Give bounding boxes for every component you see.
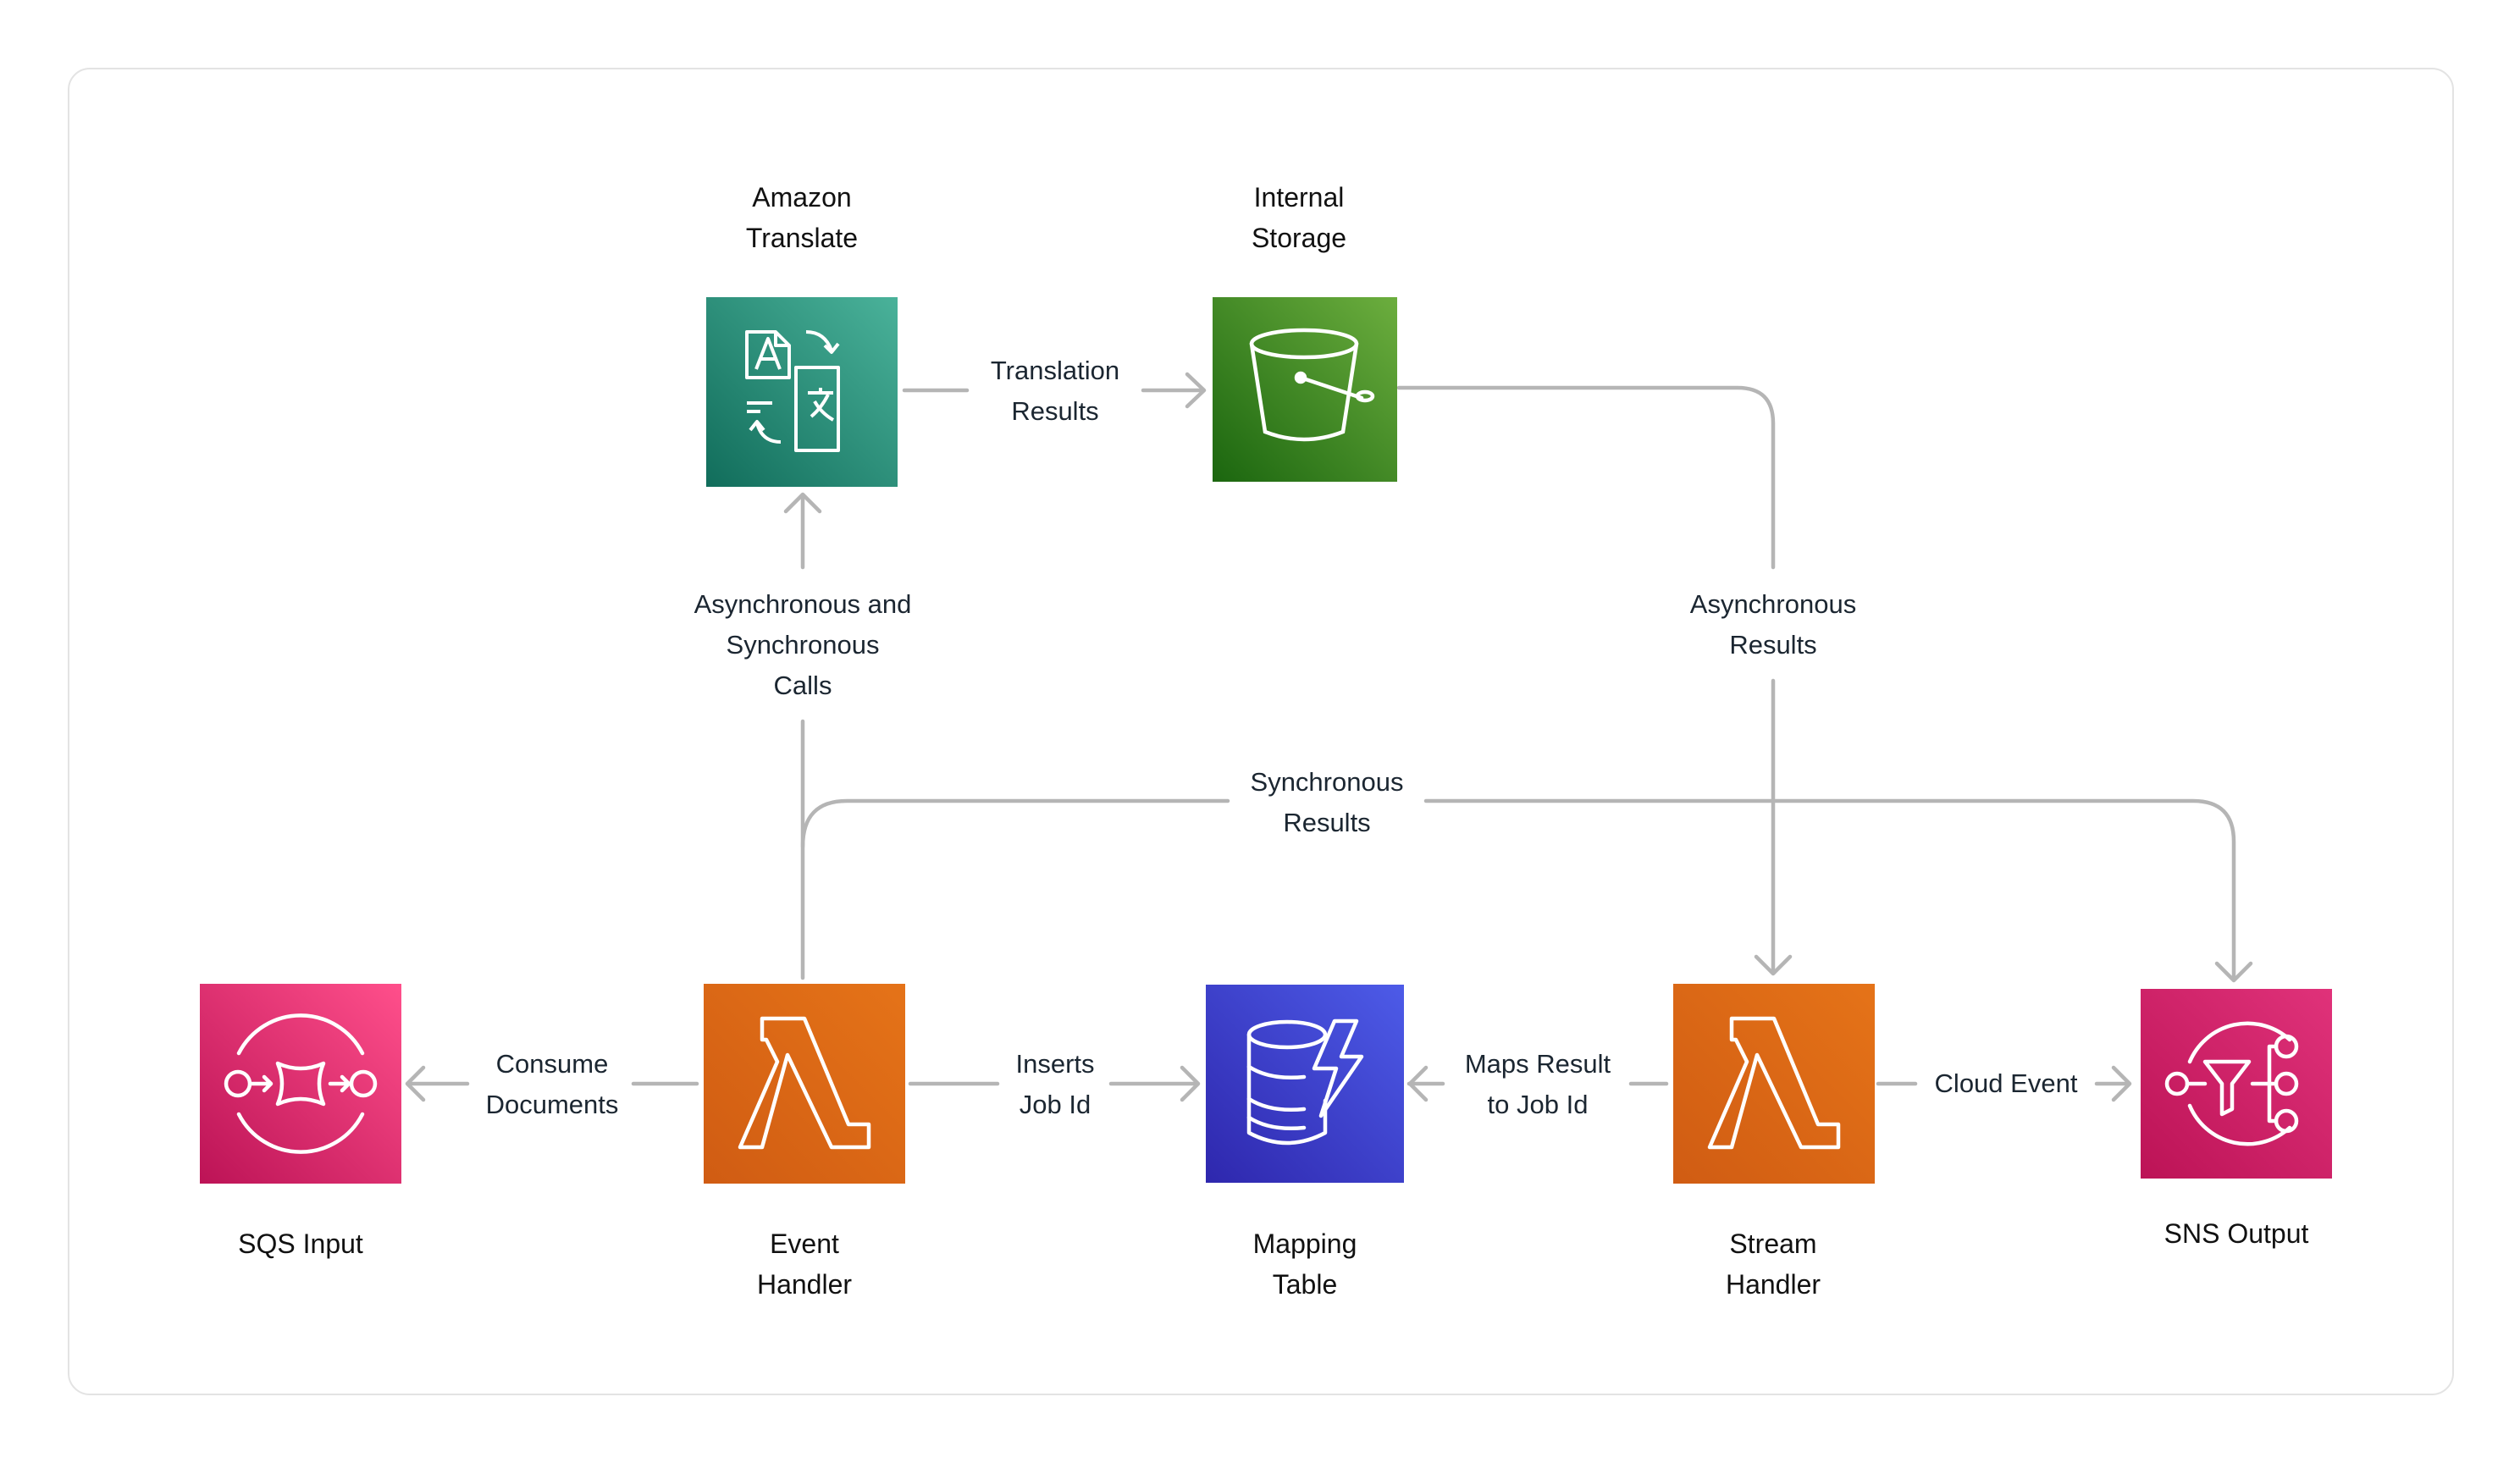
internal-storage-title: Internal Storage (1251, 182, 1347, 253)
arrowhead-translate (783, 492, 822, 514)
sqs-queue-icon (224, 1013, 378, 1154)
edge-sync-results-a (800, 798, 1230, 849)
translation-results-label: Translation Results (990, 356, 1120, 426)
stream-handler-node[interactable] (1673, 984, 1875, 1184)
event-handler-title: Event Handler (756, 1228, 853, 1300)
arrowhead-stream (1754, 954, 1793, 976)
arrowhead-sns-top (2214, 961, 2253, 983)
sqs-input-node[interactable] (200, 984, 401, 1184)
cloud-event-label: Cloud Event (1934, 1068, 2078, 1098)
s3-bucket-icon (1249, 328, 1375, 442)
internal-storage-node[interactable] (1213, 297, 1397, 482)
amazon-translate-node[interactable] (706, 297, 898, 487)
stream-handler-title: Stream Handler (1725, 1228, 1821, 1300)
arrowhead-sns-right (2111, 1065, 2132, 1102)
amazon-translate-title: Amazon Translate (745, 182, 859, 253)
arrowhead-mapping-in (1180, 1065, 1201, 1102)
event-handler-node[interactable] (704, 984, 905, 1184)
arrowhead-sqs (405, 1065, 426, 1102)
mapping-table-node[interactable] (1206, 985, 1404, 1183)
dynamodb-icon (1246, 1019, 1364, 1146)
mapping-table-title: Mapping Table (1252, 1228, 1357, 1300)
edge-sync-results-b (1423, 798, 2236, 981)
connectors (405, 372, 2253, 1102)
inserts-job-id-label: Inserts Job Id (1015, 1049, 1095, 1119)
consume-documents-label: Consume Documents (485, 1049, 619, 1119)
sns-output-title: SNS Output (2164, 1218, 2309, 1249)
async-sync-calls-label: Asynchronous and Synchronous Calls (694, 589, 912, 700)
sns-topic-icon (2164, 1021, 2299, 1146)
maps-result-label: Maps Result to Job Id (1464, 1049, 1611, 1119)
sync-results-label: Synchronous Results (1250, 767, 1404, 837)
arrowhead-mapping-out (1407, 1065, 1429, 1102)
sns-output-node[interactable] (2141, 989, 2332, 1179)
lambda-icon (1707, 1016, 1841, 1150)
amazon-translate-icon (745, 330, 840, 452)
sqs-input-title: SQS Input (238, 1228, 363, 1259)
edge-storage-to-stream-a (1396, 385, 1776, 570)
arrowhead-storage (1185, 372, 1207, 409)
lambda-icon (738, 1016, 871, 1150)
async-results-label: Asynchronous Results (1689, 589, 1857, 660)
